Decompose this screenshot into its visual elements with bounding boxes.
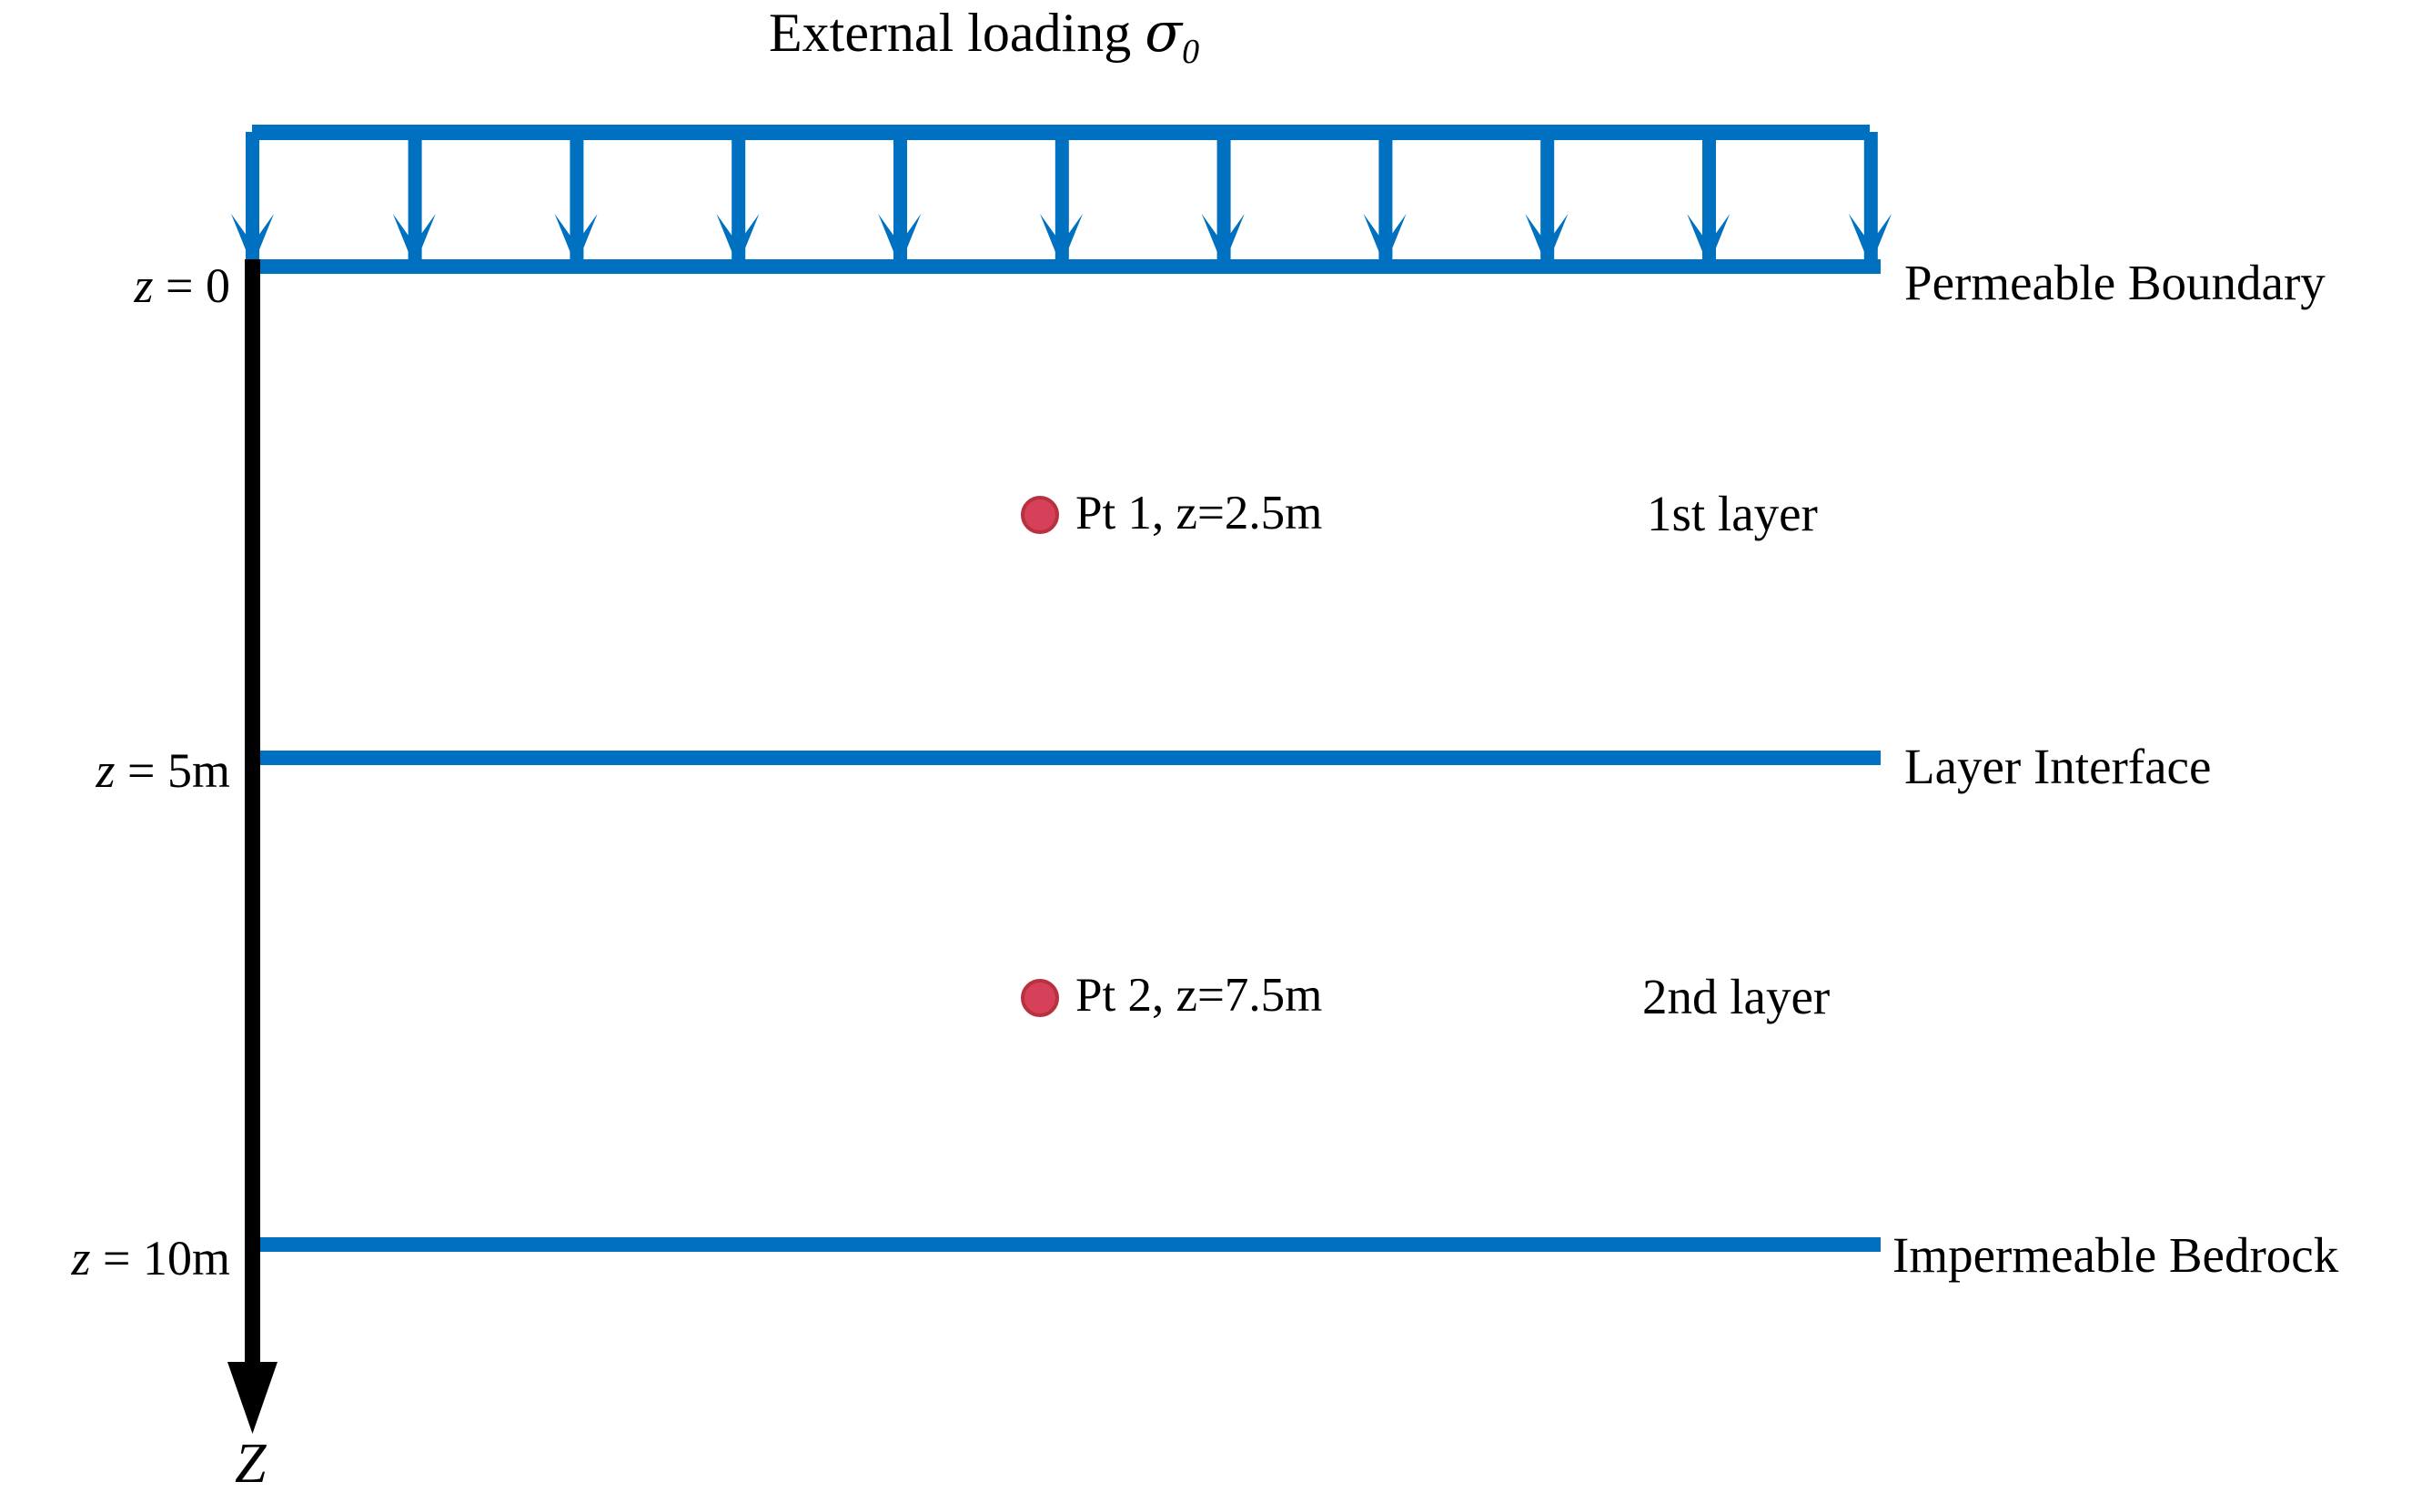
depth-label-z10m: z = 10m (2, 1231, 231, 1285)
depth-eq: = (90, 1231, 143, 1285)
load-arrow (716, 132, 760, 267)
pt-1-label: Pt 1, z=2.5m (1075, 487, 1323, 539)
load-arrow (1849, 132, 1892, 267)
load-arrow (1201, 132, 1245, 267)
depth-value: 0 (206, 258, 230, 313)
z-axis (227, 259, 278, 1434)
z-axis-arrowhead (227, 1362, 278, 1434)
z-axis-shaft (245, 259, 260, 1389)
first-layer-label: 1st layer (1647, 486, 1818, 541)
pt-2-marker (1021, 979, 1059, 1017)
impermeable-bedrock-label: Impermeable Bedrock (1892, 1227, 2339, 1283)
load-arrow (1363, 132, 1407, 267)
permeable-boundary-label: Permeable Boundary (1904, 255, 2326, 310)
second-layer-label: 2nd layer (1642, 969, 1831, 1024)
depth-eq: = (153, 258, 206, 313)
load-arrow (231, 132, 274, 267)
permeable-boundary-line (252, 259, 1881, 274)
depth-var: z (71, 1231, 91, 1285)
title-text: External loading (769, 3, 1145, 63)
depth-label-z0: z = 0 (7, 261, 230, 310)
depth-var: z (96, 743, 116, 798)
diagram-title: External loading σ0 (769, 5, 1199, 69)
z-axis-label: Z (235, 1433, 267, 1495)
depth-value: 10m (142, 1231, 230, 1285)
load-arrow-group (231, 125, 1892, 267)
load-arrow (1687, 132, 1731, 267)
load-arrow (392, 132, 436, 267)
depth-label-z5m: z = 5m (7, 743, 231, 798)
depth-var: z (134, 258, 154, 313)
load-arrow (1525, 132, 1569, 267)
layer-interface-line (252, 751, 1881, 765)
depth-eq: = (115, 743, 167, 798)
impermeable-bedrock-line (252, 1237, 1881, 1252)
load-arrow (878, 132, 922, 267)
sigma-subscript: 0 (1182, 33, 1200, 71)
layer-interface-label: Layer Interface (1904, 739, 2212, 794)
sigma-symbol: σ (1145, 1, 1183, 65)
pt-1-marker (1021, 496, 1059, 534)
depth-value: 5m (167, 743, 230, 798)
pt-2-label: Pt 2, z=7.5m (1075, 969, 1323, 1022)
load-arrow (554, 132, 598, 267)
load-arrow (1040, 132, 1083, 267)
